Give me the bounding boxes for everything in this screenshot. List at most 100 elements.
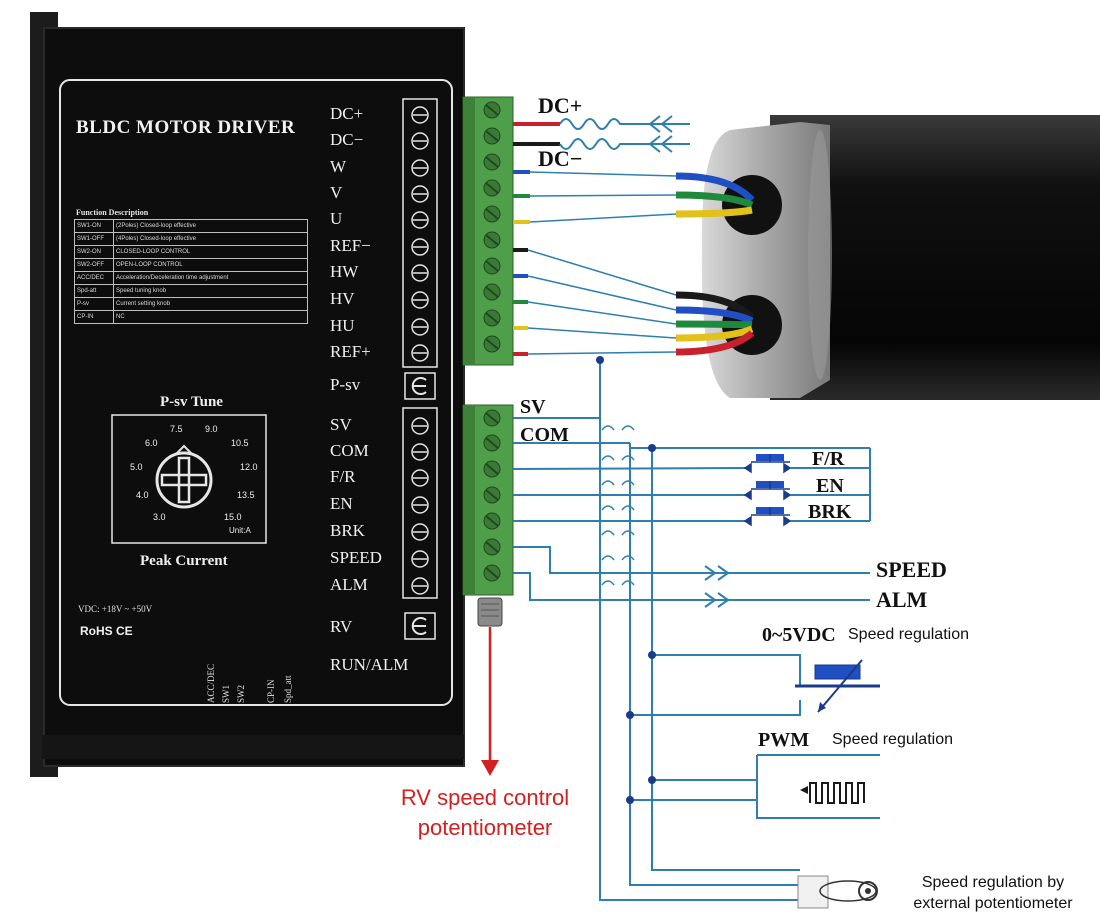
speed-regulation-pot-symbol xyxy=(795,659,880,713)
function-key-cell: SW2-OFF xyxy=(74,258,114,272)
function-key-cell: P-sv xyxy=(74,297,114,311)
terminal-label-psv: P-sv xyxy=(330,375,361,394)
terminal-label: COM xyxy=(330,441,369,460)
dip-switch-label: SW2 xyxy=(236,685,246,703)
terminal-screw-column xyxy=(402,98,438,640)
motor-hall-wires xyxy=(675,291,755,356)
peak-current-label: Peak Current xyxy=(140,553,228,569)
dc-plus-label: DC+ xyxy=(538,93,583,118)
function-table-row: SW1-OFF(4Poles) Closed-loop effective xyxy=(74,232,308,246)
dial-value: 4.0 xyxy=(136,490,149,500)
terminal-label: U xyxy=(330,209,343,228)
terminal-label-rv: RV xyxy=(330,617,353,636)
terminal-block-screws xyxy=(483,101,501,582)
terminal-label: HV xyxy=(330,289,355,308)
function-key-cell: SW2-ON xyxy=(74,245,114,259)
function-key-cell: CP-IN xyxy=(74,310,114,324)
rv-potentiometer-shaft xyxy=(477,597,503,627)
terminal-label: BRK xyxy=(330,521,365,540)
dc-minus-label: DC− xyxy=(538,146,583,171)
function-desc-cell: Acceleration/Deceleration time adjustmen… xyxy=(113,271,308,285)
pwm-signal-symbol xyxy=(756,754,880,819)
function-key-cell: ACC/DEC xyxy=(74,271,114,285)
terminal-label: V xyxy=(330,183,343,202)
function-desc-cell: Current setting knob xyxy=(113,297,308,311)
function-table-row: SW1-ON(2Poles) Closed-loop effective xyxy=(74,219,308,233)
terminal-label: REF− xyxy=(330,236,371,255)
dial-value: 12.0 xyxy=(240,462,258,472)
function-desc-cell: CLOSED-LOOP CONTROL xyxy=(113,245,308,259)
switch-contact xyxy=(743,507,792,527)
driver-body xyxy=(30,12,465,777)
dip-switch-label: ACC/DEC xyxy=(206,663,216,703)
rv-arrow xyxy=(481,627,499,776)
terminal-label: REF+ xyxy=(330,342,371,361)
com-label: COM xyxy=(520,424,569,446)
bldc-motor xyxy=(701,115,1100,400)
rv-note-line1: RV speed control xyxy=(400,785,570,810)
unit-label: Unit:A xyxy=(229,526,251,535)
dc-power-cable xyxy=(513,115,690,153)
function-table-heading: Function Description xyxy=(76,208,149,217)
dip-switch-label: SW1 xyxy=(221,685,231,703)
function-key-cell: SW1-OFF xyxy=(74,232,114,246)
terminal-label: HW xyxy=(330,262,359,281)
dip-switch-label: Spd_att xyxy=(283,675,293,703)
speed-regulation-note: Speed regulation xyxy=(848,626,969,643)
dial-value: 15.0 xyxy=(224,512,242,522)
function-desc-cell: NC xyxy=(113,310,308,324)
dial-value: 10.5 xyxy=(231,438,249,448)
switch-label: EN xyxy=(816,475,844,497)
function-desc-cell: (4Poles) Closed-loop effective xyxy=(113,232,308,246)
rv-potentiometer-note: RV speed control potentiometer xyxy=(360,783,610,843)
function-desc-cell: Speed tuning knob xyxy=(113,284,308,298)
terminal-label: HU xyxy=(330,316,355,335)
external-pot-note-line1: Speed regulation by xyxy=(921,874,1065,891)
ptune-title: P-sv Tune xyxy=(160,394,223,410)
function-key-cell: Spd-att xyxy=(74,284,114,298)
function-desc-cell: OPEN-LOOP CONTROL xyxy=(113,258,308,272)
dial-value: 6.0 xyxy=(145,438,158,448)
terminal-label: W xyxy=(330,157,347,176)
terminal-label: ALM xyxy=(330,575,368,594)
terminal-label-run-alm: RUN/ALM xyxy=(330,655,409,674)
dial-value: 3.0 xyxy=(153,512,166,522)
switch-contact xyxy=(743,481,792,501)
dip-switch-label: CP-IN xyxy=(266,679,276,703)
control-switches xyxy=(743,454,870,527)
psv-tune-dial xyxy=(111,414,267,544)
dial-value: 9.0 xyxy=(205,424,218,434)
signal-wiring xyxy=(512,170,871,901)
terminal-label: SPEED xyxy=(330,548,382,567)
terminal-label: F/R xyxy=(330,467,356,486)
switch-label: F/R xyxy=(812,448,845,470)
dial-value: 7.5 xyxy=(170,424,183,434)
vdc-range-note: 0~5VDC xyxy=(762,624,836,646)
rv-note-line2: potentiometer xyxy=(417,815,553,840)
external-potentiometer-symbol xyxy=(797,875,878,909)
rohs-ce-mark: RoHS CE xyxy=(80,624,133,638)
terminal-label: SV xyxy=(330,415,352,434)
terminal-label: EN xyxy=(330,494,353,513)
motor-phase-wires xyxy=(675,172,755,218)
driver-title: BLDC MOTOR DRIVER xyxy=(76,117,296,138)
pwm-label: PWM xyxy=(758,729,810,751)
switch-contact xyxy=(743,454,792,474)
external-pot-note: Speed regulation by external potentiomet… xyxy=(888,872,1098,914)
speed-label: SPEED xyxy=(876,557,947,582)
external-pot-note-line2: external potentiometer xyxy=(913,895,1073,912)
switch-label: BRK xyxy=(808,501,852,523)
terminal-label: DC+ xyxy=(330,104,364,123)
alm-label: ALM xyxy=(876,587,928,612)
dial-value: 5.0 xyxy=(130,462,143,472)
sv-label: SV xyxy=(520,396,546,418)
pwm-speed-regulation-note: Speed regulation xyxy=(832,731,953,748)
